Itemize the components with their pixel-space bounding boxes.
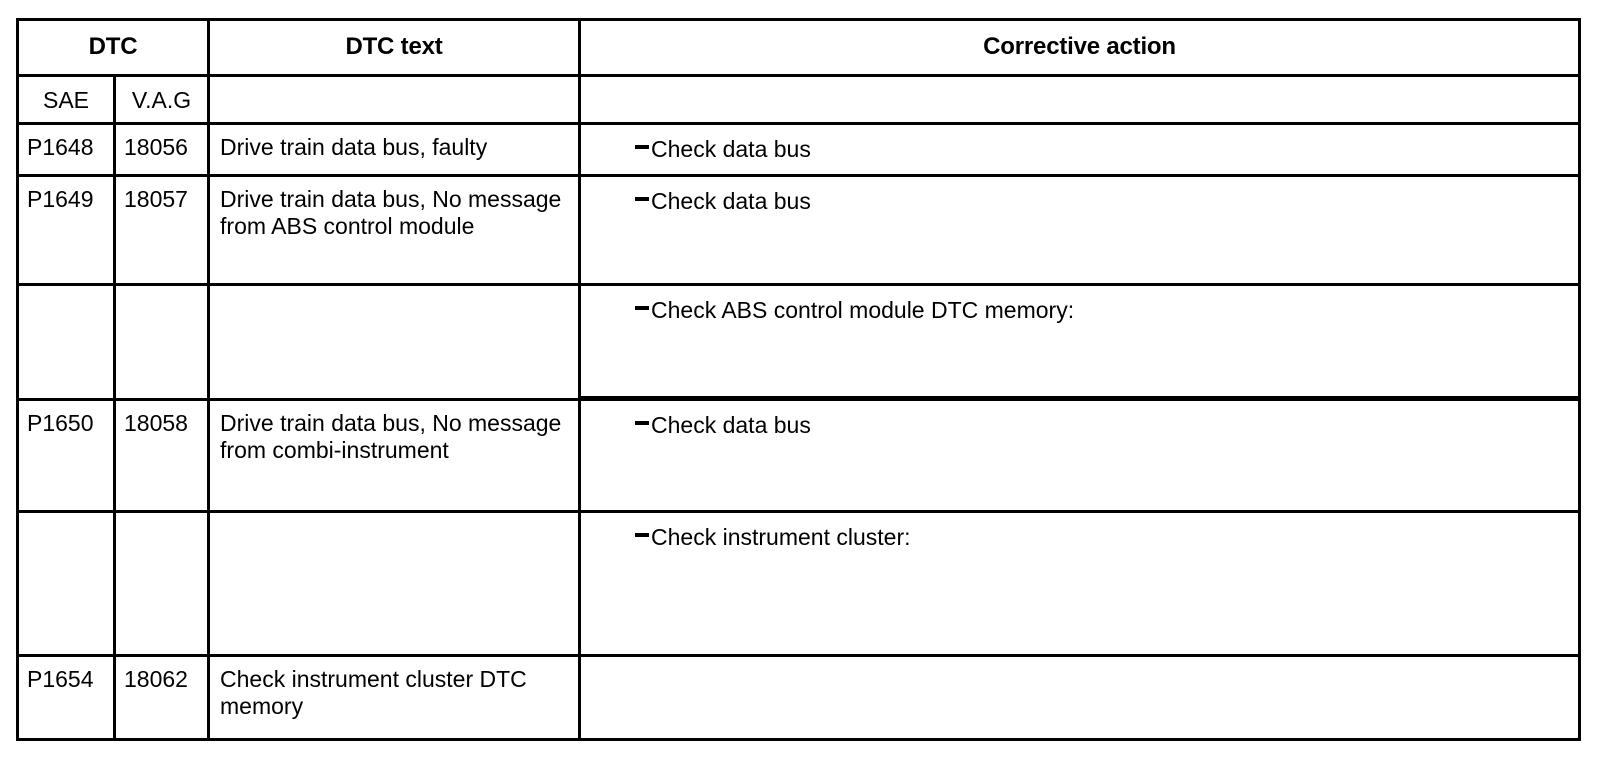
cell-vag: 18056	[112, 122, 211, 177]
cell-sae: P1649	[16, 174, 116, 286]
table-row: P1654 18062 Check instrument cluster DTC…	[16, 654, 1582, 741]
header-cell-corrective-action: Corrective action	[578, 18, 1582, 77]
cell-corrective-action: Check instrument cluster:	[578, 510, 1582, 657]
cell-corrective-action	[578, 654, 1582, 741]
value-corrective-action: Check data bus	[581, 177, 1578, 215]
table-row: P1650 18058 Drive train data bus, No mes…	[16, 398, 1582, 513]
cell-vag: 18058	[112, 398, 211, 513]
cell-corrective-action: Check data bus	[578, 398, 1582, 513]
value-corrective-action: Check instrument cluster:	[581, 513, 1578, 551]
cell-vag	[112, 510, 211, 657]
cell-sae: P1654	[16, 654, 116, 741]
cell-corrective-action: Check data bus	[578, 122, 1582, 177]
value-vag: 18062	[124, 666, 188, 692]
cell-dtc-text	[207, 510, 582, 657]
cell-vag	[112, 283, 211, 401]
value-vag	[116, 286, 207, 295]
header-cell-dtc: DTC	[15, 18, 211, 77]
header-label-corrective-action: Corrective action	[983, 33, 1176, 60]
value-sae: P1650	[27, 410, 94, 436]
value-vag: 18057	[124, 186, 188, 212]
cell-dtc-text: Check instrument cluster DTC memory	[207, 654, 582, 741]
cell-sae: P1650	[16, 398, 116, 513]
cell-corrective-action: Check data bus	[578, 174, 1582, 286]
value-dtc-text: Check instrument cluster DTC memory	[220, 666, 527, 719]
cell-dtc-text: Drive train data bus, No message from co…	[207, 398, 582, 513]
header-label-dtc-text: DTC text	[345, 33, 443, 60]
value-dtc-text: Drive train data bus, No message from co…	[220, 410, 562, 463]
value-dtc-text	[210, 513, 578, 522]
value-vag: 18058	[124, 410, 188, 436]
value-corrective-action	[581, 657, 1578, 668]
value-corrective-action: Check data bus	[581, 125, 1578, 163]
cell-sae	[16, 283, 116, 401]
dtc-table-container: DTC DTC text Corrective action SAE V.A.G	[15, 18, 1582, 741]
cell-sae: P1648	[16, 122, 116, 177]
cell-dtc-text	[207, 283, 582, 401]
value-sae: P1648	[27, 134, 94, 160]
value-sae	[19, 513, 113, 522]
value-dtc-text	[210, 286, 578, 295]
value-sae: P1654	[27, 666, 94, 692]
cell-sae	[16, 510, 116, 657]
header-cell-sae: SAE	[16, 74, 116, 125]
table-row-continuation: Check instrument cluster:	[16, 510, 1582, 657]
header-cell-corrective-action-spacer	[578, 74, 1582, 125]
value-vag: 18056	[124, 134, 188, 160]
cell-vag: 18062	[112, 654, 211, 741]
value-sae: P1649	[27, 186, 94, 212]
cell-dtc-text: Drive train data bus, faulty	[207, 122, 582, 177]
value-dtc-text: Drive train data bus, No message from AB…	[220, 186, 562, 239]
header-cell-dtc-text-spacer	[207, 74, 582, 125]
header-label-vag: V.A.G	[131, 87, 192, 113]
cell-corrective-action: Check ABS control module DTC memory:	[578, 283, 1582, 401]
header-label-sae: SAE	[42, 87, 90, 113]
value-corrective-action: Check data bus	[581, 401, 1578, 439]
table-row-continuation: Check ABS control module DTC memory:	[16, 283, 1582, 401]
cell-dtc-text: Drive train data bus, No message from AB…	[207, 174, 582, 286]
header-cell-vag: V.A.G	[112, 74, 211, 125]
value-sae	[19, 286, 113, 295]
header-label-dtc: DTC	[88, 33, 138, 60]
value-corrective-action: Check ABS control module DTC memory:	[581, 286, 1578, 324]
inner-divider-rule	[581, 396, 1582, 398]
value-dtc-text: Drive train data bus, faulty	[220, 134, 488, 160]
cell-vag: 18057	[112, 174, 211, 286]
table-header-row-primary: DTC DTC text Corrective action	[15, 18, 1582, 77]
table-row: P1649 18057 Drive train data bus, No mes…	[16, 174, 1582, 286]
value-vag	[116, 513, 207, 522]
table-header-row-secondary: SAE V.A.G	[16, 74, 1582, 125]
table-row: P1648 18056 Drive train data bus, faulty…	[16, 122, 1582, 177]
dtc-table: DTC DTC text Corrective action SAE V.A.G	[15, 18, 1582, 741]
header-cell-dtc-text: DTC text	[207, 18, 582, 77]
